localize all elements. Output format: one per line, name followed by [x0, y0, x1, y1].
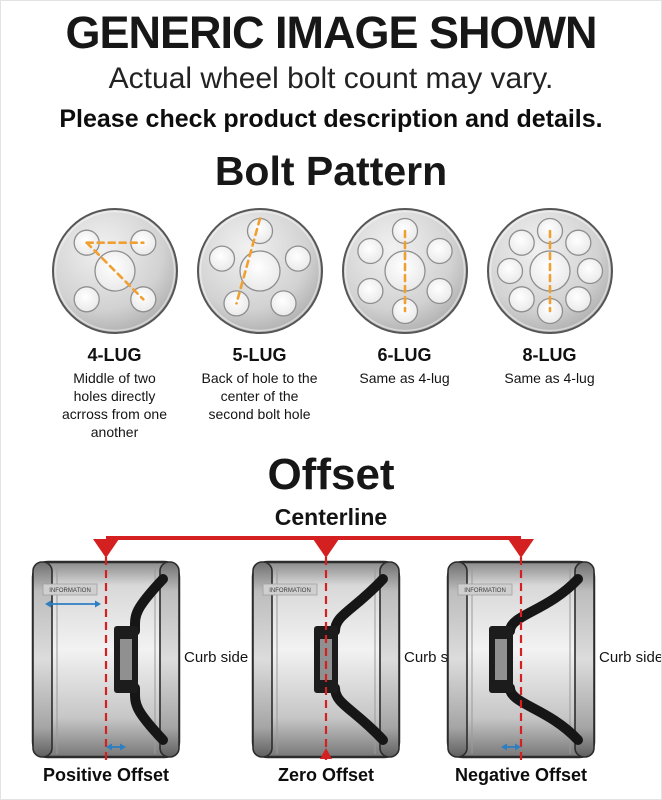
wheel-cross-section-negative: INFORMATION — [446, 557, 596, 762]
bolt-circle-6-lug — [341, 208, 468, 334]
bolt-pattern-heading: Bolt Pattern — [214, 148, 448, 194]
curb-side-label: Curb side — [599, 649, 662, 666]
lug-label: 5-LUG — [232, 345, 287, 365]
zero-offset-marker — [320, 748, 332, 759]
lug-description: Middle of two holes directly acrross fro… — [61, 370, 168, 440]
lug-description: Same as 4-lug — [504, 370, 595, 386]
centerline-rule — [106, 536, 521, 540]
backspacing-arrow — [45, 600, 101, 608]
curb-side-label: Curb side — [184, 649, 249, 666]
subtitle: Actual wheel bolt count may vary. — [108, 62, 554, 95]
centerline-marker-positive — [93, 539, 119, 558]
bolt-pattern-row: 4-LUG Middle of two holes directly acrros… — [42, 206, 622, 442]
bolt-circle-4-lug — [51, 208, 178, 334]
page-title: GENERIC IMAGE SHOWN — [65, 7, 597, 58]
offset-measure-arrow — [106, 743, 126, 751]
bolt-circle-8-lug — [486, 208, 613, 334]
measure-dash — [234, 217, 261, 305]
bolt-item-8-lug: 8-LUG Same as 4-lug — [477, 206, 622, 442]
wheel-stamp-text: INFORMATION — [49, 588, 91, 594]
centerline-marker-zero — [313, 539, 339, 558]
bolt-item-5-lug: 5-LUG Back of hole to the center of the s… — [187, 206, 332, 442]
offset-measure-arrow — [501, 743, 521, 751]
wheel-stamp-box — [42, 583, 98, 596]
wheel-negative: INFORMATION — [436, 557, 606, 762]
wheel-cross-section-zero: INFORMATION — [251, 557, 401, 762]
bolt-item-6-lug: 6-LUG Same as 4-lug — [332, 206, 477, 442]
centerline-marker-negative — [508, 539, 534, 558]
offset-type-label-negative: Negative Offset — [454, 765, 588, 785]
lug-label: 6-LUG — [377, 345, 432, 365]
wheel-stamp-text: INFORMATION — [464, 588, 506, 594]
lug-description: Back of hole to the center of the second… — [201, 370, 318, 422]
offset-type-label-zero: Zero Offset — [277, 765, 374, 785]
lug-description: Same as 4-lug — [359, 370, 450, 386]
measure-dash — [84, 241, 145, 301]
lug-label: 8-LUG — [522, 345, 577, 365]
wheel-stamp-box — [262, 583, 318, 596]
bolt-item-4-lug: 4-LUG Middle of two holes directly acrros… — [42, 206, 187, 442]
wheel-positive: INFORMATION — [21, 557, 191, 762]
centerline-label: Centerline — [274, 504, 388, 530]
offset-heading: Offset — [267, 450, 395, 499]
wheel-stamp-text: INFORMATION — [269, 588, 311, 594]
bolt-circle-5-lug — [196, 208, 323, 334]
lug-label: 4-LUG — [87, 345, 142, 365]
wheel-cross-section-positive: INFORMATION — [31, 557, 181, 762]
note-text: Please check product description and det… — [59, 105, 603, 133]
wheel-stamp-box — [457, 583, 513, 596]
offset-type-label-positive: Positive Offset — [42, 765, 170, 785]
wheel-zero: INFORMATION — [241, 557, 411, 762]
